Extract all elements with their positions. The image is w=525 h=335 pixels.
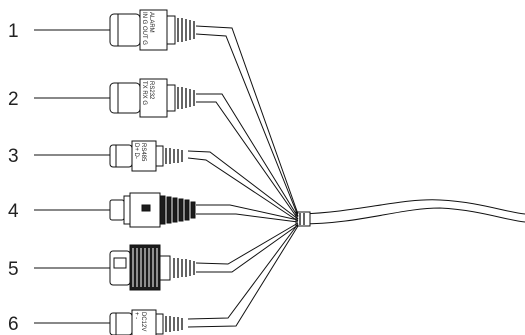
callout-number-5: 5 xyxy=(8,259,19,280)
connector-2-rs232: RS232 TX RX G xyxy=(109,78,195,118)
connector-2-label-top: RS232 xyxy=(148,81,154,100)
connector-3-label-top: RS485 xyxy=(140,143,146,162)
callout-numbers: 1 2 3 4 5 6 xyxy=(8,21,19,335)
connector-5-rj45 xyxy=(109,244,195,291)
connector-1-label-bottom: IN G OUT G xyxy=(141,12,147,45)
connector-3-rs485: RS485 D+ D- xyxy=(109,140,183,172)
connector-wires xyxy=(187,25,299,328)
connector-6-dc12v: DC12V + - xyxy=(109,309,183,335)
callout-number-6: 6 xyxy=(8,314,19,335)
callout-number-2: 2 xyxy=(8,89,19,110)
connector-2-label-bottom: TX RX G xyxy=(141,81,147,105)
callout-number-4: 4 xyxy=(8,201,19,222)
callout-leader-lines xyxy=(34,29,110,324)
connector-6-label-bottom: + - xyxy=(133,312,139,319)
connector-3-label-bottom: D+ D- xyxy=(133,143,139,159)
main-cable xyxy=(295,199,525,227)
callout-number-1: 1 xyxy=(8,21,19,42)
connector-4-bnc xyxy=(109,192,196,228)
callout-number-3: 3 xyxy=(8,146,19,167)
connector-6-label-top: DC12V xyxy=(140,312,146,331)
connector-1-label-top: ALARM xyxy=(148,12,154,33)
connector-1-alarm: ALARM IN G OUT G xyxy=(109,9,195,51)
cable-junction-sleeve xyxy=(295,211,311,227)
